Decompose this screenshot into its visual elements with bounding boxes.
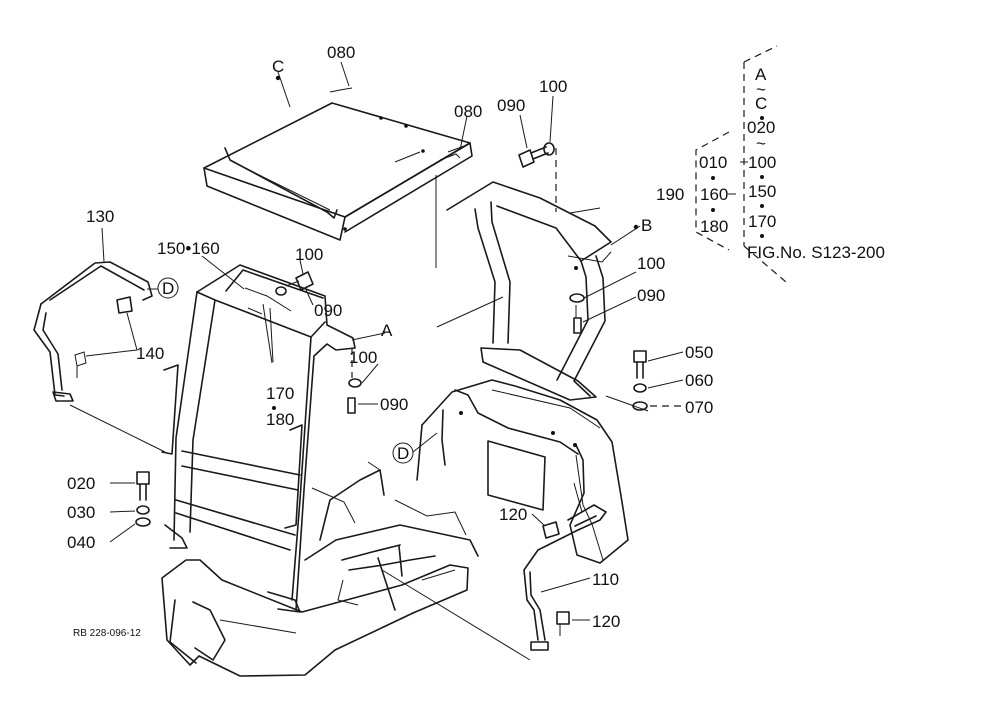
washer-icon [135, 517, 151, 527]
washer-icon [569, 293, 585, 303]
ref-150: 150 [748, 182, 776, 201]
view-marker-c: C [272, 57, 284, 76]
callout-040: 040 [67, 533, 95, 552]
washer-icon [348, 378, 362, 388]
washer-icon [632, 401, 648, 411]
bolt-icon [74, 296, 133, 378]
callout-110: 110 [592, 570, 619, 589]
callout-100-b: 100 [295, 245, 323, 264]
cab-frame-icon [161, 264, 356, 613]
callout-050: 050 [685, 343, 713, 362]
callout-080-top: 080 [327, 43, 355, 62]
callout-070: 070 [685, 398, 713, 417]
callout-140: 140 [136, 344, 164, 363]
callout-090-a: 090 [497, 96, 525, 115]
ref-100: 100 [748, 153, 776, 172]
rear-bracket-icon [446, 181, 612, 401]
chassis-icon [161, 461, 479, 677]
washer-icon [136, 505, 150, 515]
ref-010: 010 [699, 153, 727, 172]
callout-090-d: 090 [637, 286, 665, 305]
callout-150-160: 150•160 [157, 239, 220, 258]
callout-170: 170 [266, 384, 294, 403]
callout-180: 180 [266, 410, 294, 429]
view-marker-b: B [641, 216, 652, 235]
callout-030: 030 [67, 503, 95, 522]
ref-a: A [755, 65, 767, 84]
washer-icon [633, 383, 647, 393]
ref-tilde-1: ~ [756, 80, 766, 99]
canopy-roof-icon [203, 87, 473, 241]
washer-icon [543, 142, 555, 156]
ref-180: 180 [700, 217, 728, 236]
callout-090-c: 090 [380, 395, 408, 414]
view-marker-d-body: D [397, 444, 409, 463]
ref-tilde-2: ~ [756, 134, 766, 153]
bolt-icon [347, 397, 356, 414]
bolt-icon [633, 350, 647, 379]
callout-120-b: 120 [592, 612, 620, 631]
reference-table [695, 45, 787, 283]
handrail-icon [33, 261, 153, 402]
callout-120-a: 120 [499, 505, 527, 524]
callout-020: 020 [67, 474, 95, 493]
handrail-icon [523, 504, 607, 651]
view-marker-d-left: D [162, 279, 174, 298]
washer-icon [275, 286, 287, 296]
callout-100-a: 100 [539, 77, 567, 96]
bolt-icon [573, 317, 582, 334]
drawing-code: RB 228-096-12 [73, 628, 141, 639]
callout-060: 060 [685, 371, 713, 390]
ref-190: 190 [656, 185, 684, 204]
callout-130: 130 [86, 207, 114, 226]
ref-170: 170 [748, 212, 776, 231]
bolt-icon [542, 521, 570, 636]
fig-number: FIG.No. S123-200 [747, 243, 885, 262]
ref-160: 160 [700, 185, 728, 204]
bolt-icon [285, 271, 314, 291]
bolt-icon [136, 471, 150, 501]
callout-090-b: 090 [314, 301, 342, 320]
callout-100-c: 100 [349, 348, 377, 367]
view-marker-a: A [381, 321, 393, 340]
ref-c: C [755, 94, 767, 113]
ref-020: 020 [747, 118, 775, 137]
callout-080-right: 080 [454, 102, 482, 121]
callout-100-d: 100 [637, 254, 665, 273]
